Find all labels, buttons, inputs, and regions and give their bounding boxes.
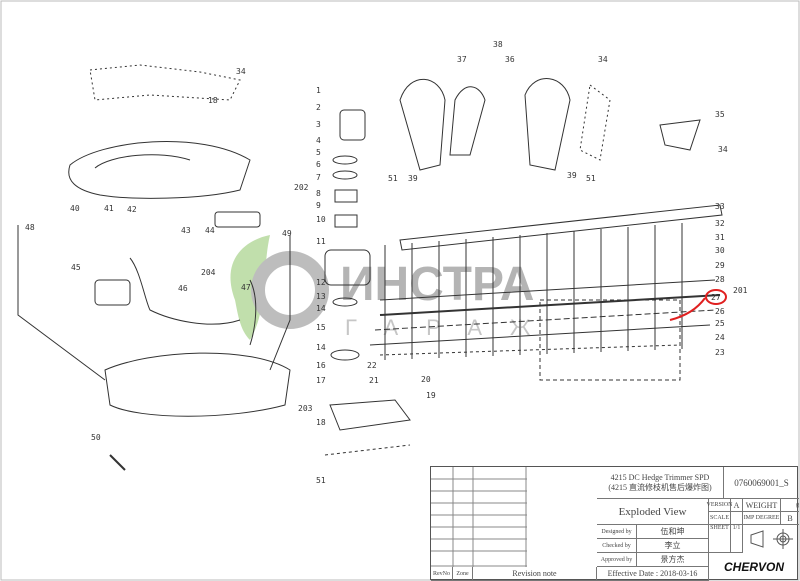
callout-203: 203	[298, 404, 313, 413]
rev-no-label: RevNo	[431, 567, 453, 581]
callout-11: 11	[316, 237, 326, 246]
callout-7: 7	[316, 173, 321, 182]
callout-201: 201	[733, 286, 748, 295]
callout-14: 14	[316, 343, 326, 352]
imp-degree-label: IMP DEGREE	[743, 512, 781, 525]
callout-49: 49	[282, 229, 292, 238]
callout-14: 14	[316, 304, 326, 313]
parts-sketch	[17, 64, 723, 471]
callout-34: 34	[236, 67, 246, 76]
watermark: ИНСТРА ГАРАЖ	[230, 235, 558, 340]
callout-44: 44	[205, 226, 215, 235]
projection-symbol-icon	[743, 525, 799, 553]
designed-by: 伍和坤	[637, 525, 709, 539]
callout-13: 13	[316, 292, 326, 301]
weight-unit: g	[781, 499, 799, 512]
callout-4: 4	[316, 136, 321, 145]
chervon-logo: CHERVON	[723, 560, 784, 574]
callout-5: 5	[316, 148, 321, 157]
callout-37: 37	[457, 55, 467, 64]
callout-33: 33	[715, 202, 725, 211]
callout-50: 50	[91, 433, 101, 442]
callout-51: 51	[316, 476, 326, 485]
callout-48: 48	[25, 223, 35, 232]
scale-value	[731, 512, 743, 525]
callout-204: 204	[201, 268, 216, 277]
callout-8: 8	[316, 189, 321, 198]
callout-15: 15	[316, 323, 326, 332]
callout-16: 16	[316, 361, 326, 370]
callout-2: 2	[316, 103, 321, 112]
callout-39: 39	[408, 174, 418, 183]
callout-17: 17	[316, 376, 326, 385]
callout-12: 12	[316, 278, 326, 287]
callout-29: 29	[715, 261, 725, 270]
approved-by-label: Approved by	[597, 553, 637, 567]
title-cn: (4215 直流修枝机售后爆炸图)	[608, 482, 712, 492]
callout-35: 35	[715, 110, 725, 119]
callout-10: 10	[316, 215, 326, 224]
callout-9: 9	[316, 201, 321, 210]
drawing-number: 0760069001_S	[724, 467, 799, 499]
highlight-arrow	[669, 297, 706, 321]
callout-31: 31	[715, 233, 725, 242]
callout-21: 21	[369, 376, 379, 385]
revision-grid	[431, 467, 527, 567]
title-block: RevNo Zone Revision note 4215 DC Hedge T…	[430, 466, 799, 581]
checked-by-label: Checked by	[597, 539, 637, 553]
callout-51: 51	[586, 174, 596, 183]
callout-22: 22	[367, 361, 377, 370]
highlight-circle-part-27	[705, 289, 727, 305]
zone-label: Zone	[453, 567, 473, 581]
watermark-line2: ГАРАЖ	[345, 315, 558, 340]
designed-by-label: Designed by	[597, 525, 637, 539]
drawing-type: Exploded View	[597, 499, 709, 525]
scale-label: SCALE	[709, 512, 731, 525]
checked-by: 李立	[637, 539, 709, 553]
effective-date: Effective Date : 2018-03-16	[597, 567, 709, 581]
callout-39: 39	[567, 171, 577, 180]
watermark-line1: ИНСТРА	[340, 258, 534, 311]
callout-51: 51	[388, 174, 398, 183]
callout-43: 43	[181, 226, 191, 235]
callout-45: 45	[71, 263, 81, 272]
callout-202: 202	[294, 183, 309, 192]
callout-18: 18	[208, 96, 218, 105]
callout-18: 18	[316, 418, 326, 427]
sheet-value: 1/1	[731, 525, 743, 553]
callout-28: 28	[715, 275, 725, 284]
imp-degree-value: B	[781, 512, 799, 525]
callout-27: 27	[711, 293, 721, 302]
callout-1: 1	[316, 86, 321, 95]
version-label: VERSION	[707, 499, 733, 512]
weight-label: WEIGHT	[743, 499, 781, 512]
version-value: A	[731, 499, 743, 512]
callout-40: 40	[70, 204, 80, 213]
revision-note-label: Revision note	[473, 567, 597, 581]
callout-46: 46	[178, 284, 188, 293]
title-cell: 4215 DC Hedge Trimmer SPD (4215 直流修枝机售后爆…	[597, 467, 724, 499]
callout-3: 3	[316, 120, 321, 129]
callout-32: 32	[715, 219, 725, 228]
approved-by: 景方杰	[637, 553, 709, 567]
callout-6: 6	[316, 160, 321, 169]
callout-36: 36	[505, 55, 515, 64]
callout-23: 23	[715, 348, 725, 357]
callout-34: 34	[598, 55, 608, 64]
callout-30: 30	[715, 246, 725, 255]
callout-26: 26	[715, 307, 725, 316]
callout-20: 20	[421, 375, 431, 384]
title-en: 4215 DC Hedge Trimmer SPD	[610, 472, 710, 482]
callout-34: 34	[718, 145, 728, 154]
callout-24: 24	[715, 333, 725, 342]
callout-42: 42	[127, 205, 137, 214]
callout-19: 19	[426, 391, 436, 400]
sheet-label: SHEET	[709, 525, 731, 553]
callout-38: 38	[493, 40, 503, 49]
callout-47: 47	[241, 283, 251, 292]
watermark-leaf-icon	[230, 235, 270, 340]
callout-25: 25	[715, 319, 725, 328]
callout-41: 41	[104, 204, 114, 213]
